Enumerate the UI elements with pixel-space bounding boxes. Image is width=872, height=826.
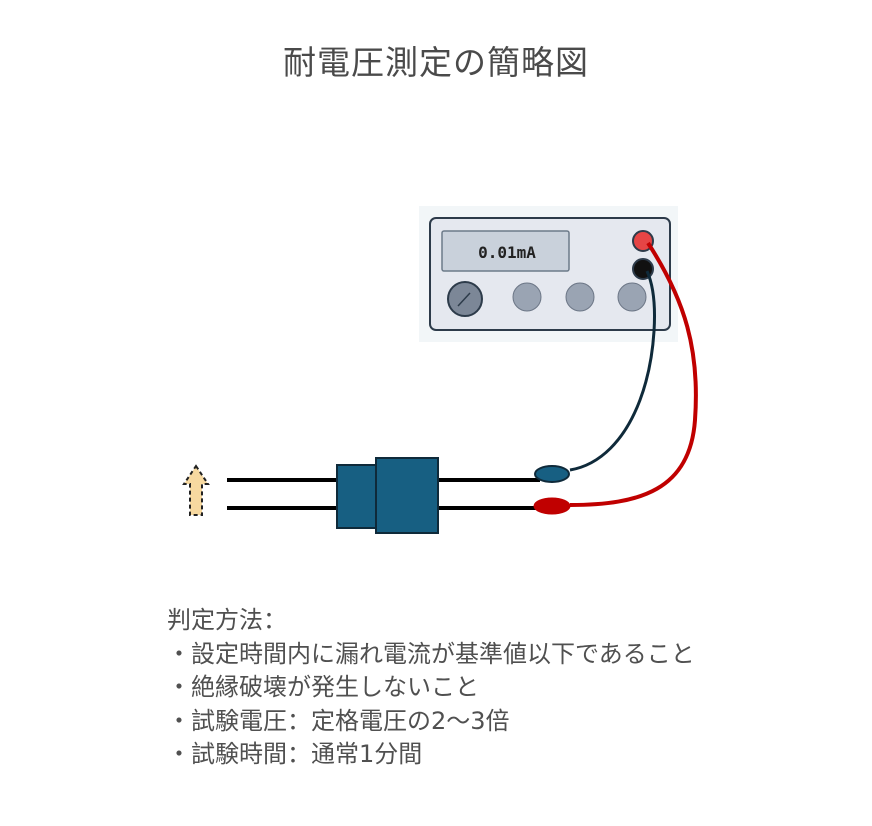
red-clip — [533, 497, 571, 515]
judgment-notes: 判定方法： ・設定時間内に漏れ電流が基準値以下であること ・絶縁破壊が発生しない… — [167, 604, 695, 772]
meter-button-2[interactable] — [565, 282, 595, 312]
notes-item: ・絶縁破壊が発生しないこと — [167, 673, 479, 701]
meter-button-3[interactable] — [617, 282, 647, 312]
notes-heading: 判定方法： — [167, 606, 287, 634]
red-lead-wire — [569, 241, 698, 507]
notes-item: ・試験時間：通常1分間 — [167, 740, 423, 768]
plug-rear — [336, 464, 380, 529]
notes-item: ・試験電圧：定格電圧の2〜3倍 — [167, 706, 510, 735]
meter-button-1[interactable] — [512, 282, 542, 312]
black-lead-wire — [569, 270, 656, 472]
meter-reading: 0.01mA — [478, 243, 536, 262]
notes-item: ・設定時間内に漏れ電流が基準値以下であること — [167, 639, 695, 668]
meter-display — [441, 230, 570, 272]
plug-front — [375, 457, 439, 534]
page-title: 耐電圧測定の簡略図 — [283, 43, 589, 82]
up-arrow-icon — [182, 464, 210, 516]
meter-dial-pointer — [457, 292, 471, 307]
black-clip — [534, 465, 570, 483]
